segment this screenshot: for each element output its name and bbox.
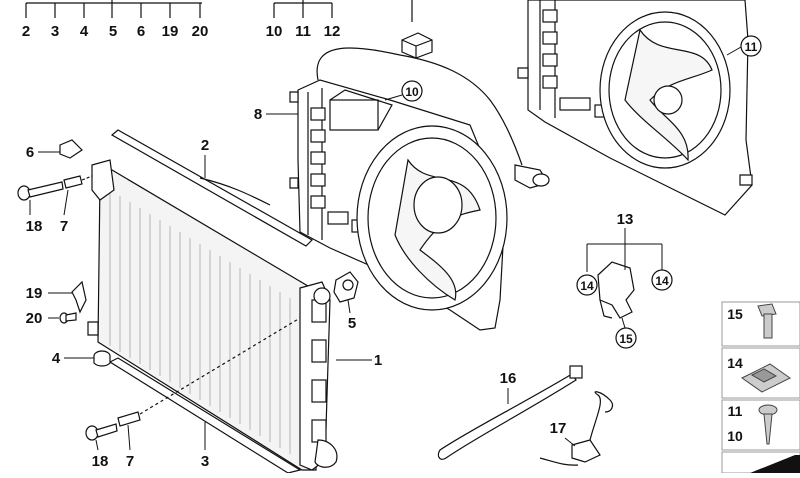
callout-11: 11 — [745, 40, 758, 54]
top-left-callout-group — [25, 0, 202, 18]
callout-11-marker: 11 — [726, 35, 762, 57]
rubber-mount-5 — [333, 271, 359, 303]
callout-7-upper: 7 — [60, 218, 68, 235]
callout-14b-circle — [651, 269, 673, 291]
callout-6: 6 — [26, 144, 34, 161]
top-mid-callout-group — [273, 0, 333, 18]
callout-18-lower: 18 — [92, 453, 109, 470]
leader-15 — [621, 317, 626, 329]
top-group-label-5: 5 — [109, 23, 117, 40]
legend-box-14: 14 — [721, 347, 800, 399]
connector-17 — [539, 391, 614, 466]
leader-18-lower — [95, 439, 99, 451]
top-group-label-20: 20 — [192, 23, 209, 40]
rubber-foot-4 — [93, 350, 111, 367]
callout-1: 1 — [374, 352, 382, 369]
callout-7-lower: 7 — [126, 453, 134, 470]
callout-14-right: 14 — [655, 274, 669, 288]
top-group-label-19: 19 — [162, 23, 179, 40]
callout-4: 4 — [52, 350, 61, 367]
seal-strip-top — [110, 129, 313, 247]
bracket-13 — [597, 261, 635, 319]
callout-17: 17 — [550, 420, 567, 437]
top-group-label-6: 6 — [137, 23, 145, 40]
fan-wire-harness — [316, 47, 550, 189]
hex-bolt-icon — [757, 303, 777, 339]
legend-label-15: 15 — [727, 306, 743, 322]
callout-8: 8 — [254, 106, 262, 123]
legend-label-11: 11 — [728, 403, 743, 419]
callout-19: 19 — [26, 285, 43, 302]
bracket-19 — [71, 280, 87, 314]
callout-2-marker: 2 — [201, 137, 209, 178]
bolt-pin-upper — [17, 175, 93, 201]
seal-strip-bottom — [108, 357, 302, 474]
callout-3: 3 — [201, 453, 209, 470]
callout-15: 15 — [619, 332, 633, 346]
callout-16: 16 — [500, 370, 517, 387]
callout-13: 13 — [617, 211, 634, 228]
callout-10-marker: 10 — [384, 80, 423, 102]
screw-icon — [758, 404, 778, 445]
fan-shroud-front — [289, 79, 508, 331]
leader-7-lower — [127, 424, 131, 451]
callout-13-marker — [586, 228, 663, 272]
callout-2: 2 — [201, 137, 209, 154]
legend-label-10: 10 — [727, 428, 743, 444]
fan-shroud-rear — [517, 0, 753, 216]
top-group-label-4: 4 — [80, 23, 89, 40]
callout-5: 5 — [348, 315, 356, 332]
callout-15-circle — [615, 327, 637, 349]
legend-label-14: 14 — [727, 355, 743, 371]
callout-14-left: 14 — [580, 279, 594, 293]
leader-7-upper — [63, 189, 69, 216]
clip-icon — [741, 363, 791, 393]
leader-5 — [347, 299, 351, 314]
top-group-label-2: 2 — [22, 23, 30, 40]
callout-18-upper: 18 — [26, 218, 43, 235]
leader-17 — [564, 437, 576, 447]
screw-20 — [59, 312, 77, 324]
legend-box-11-10: 11 10 — [721, 399, 800, 451]
callout-10: 10 — [405, 85, 419, 99]
legend-box-15: 15 — [721, 301, 800, 347]
radiator — [87, 159, 338, 471]
callout-3-marker: 3 — [201, 422, 209, 470]
relay-connector — [401, 0, 433, 59]
top-group-label-3: 3 — [51, 23, 59, 40]
cable-tie-16 — [437, 365, 583, 460]
callout-6-marker: 6 — [26, 144, 60, 161]
top-group-label-12: 12 — [324, 23, 341, 40]
callout-20: 20 — [26, 310, 43, 327]
bolt-pin-lower — [85, 317, 301, 441]
rubber-mount-6 — [59, 139, 83, 159]
callout-14a-circle — [576, 274, 598, 296]
top-group-label-11: 11 — [295, 23, 311, 40]
callout-8-marker: 8 — [254, 106, 298, 123]
legend-box-tail — [721, 451, 800, 474]
top-group-label-10: 10 — [266, 23, 283, 40]
callout-1-marker: 1 — [336, 352, 382, 369]
